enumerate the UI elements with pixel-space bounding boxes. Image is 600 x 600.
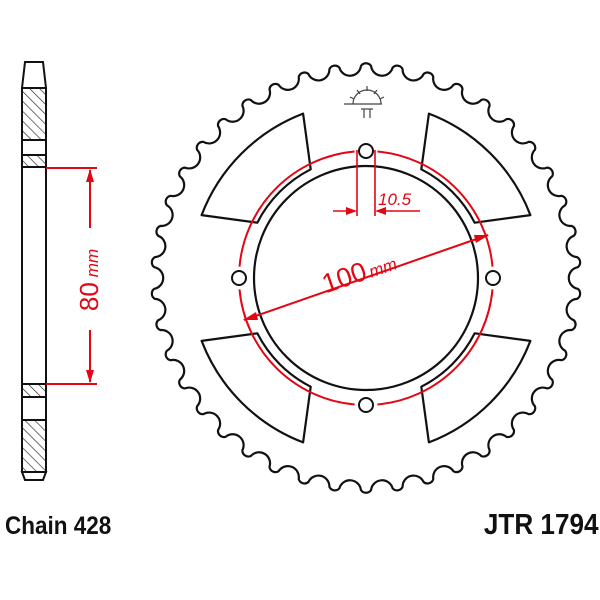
side-profile xyxy=(20,61,48,481)
hub-dimension-label: 80mm xyxy=(74,249,104,311)
bolt-hole xyxy=(358,143,374,159)
lightening-slot xyxy=(200,332,312,444)
bolt-hole xyxy=(485,270,501,286)
bolt-hole xyxy=(358,397,374,413)
bolt-circle-arc xyxy=(377,150,494,267)
hole-dimension-label: 10.5 xyxy=(378,190,412,209)
bolt-circle xyxy=(238,150,494,406)
chain-size-label: Chain 428 xyxy=(5,512,111,540)
bolt-hole xyxy=(231,270,247,286)
lightening-slot xyxy=(420,332,532,444)
lightening-slots xyxy=(200,112,532,444)
part-number-label: JTR 1794 xyxy=(484,508,599,541)
bolt-circle-arc xyxy=(238,289,355,406)
hole-dimension xyxy=(333,150,420,216)
bolt-holes xyxy=(231,143,501,413)
bolt-circle-arc xyxy=(238,150,355,267)
lightening-slot xyxy=(420,112,532,224)
jt-logo-icon xyxy=(344,86,385,118)
bolt-circle-arc xyxy=(377,289,494,406)
bolt-circle-dimension xyxy=(243,234,489,321)
lightening-slot xyxy=(200,112,312,224)
hub-dimension xyxy=(46,167,97,385)
